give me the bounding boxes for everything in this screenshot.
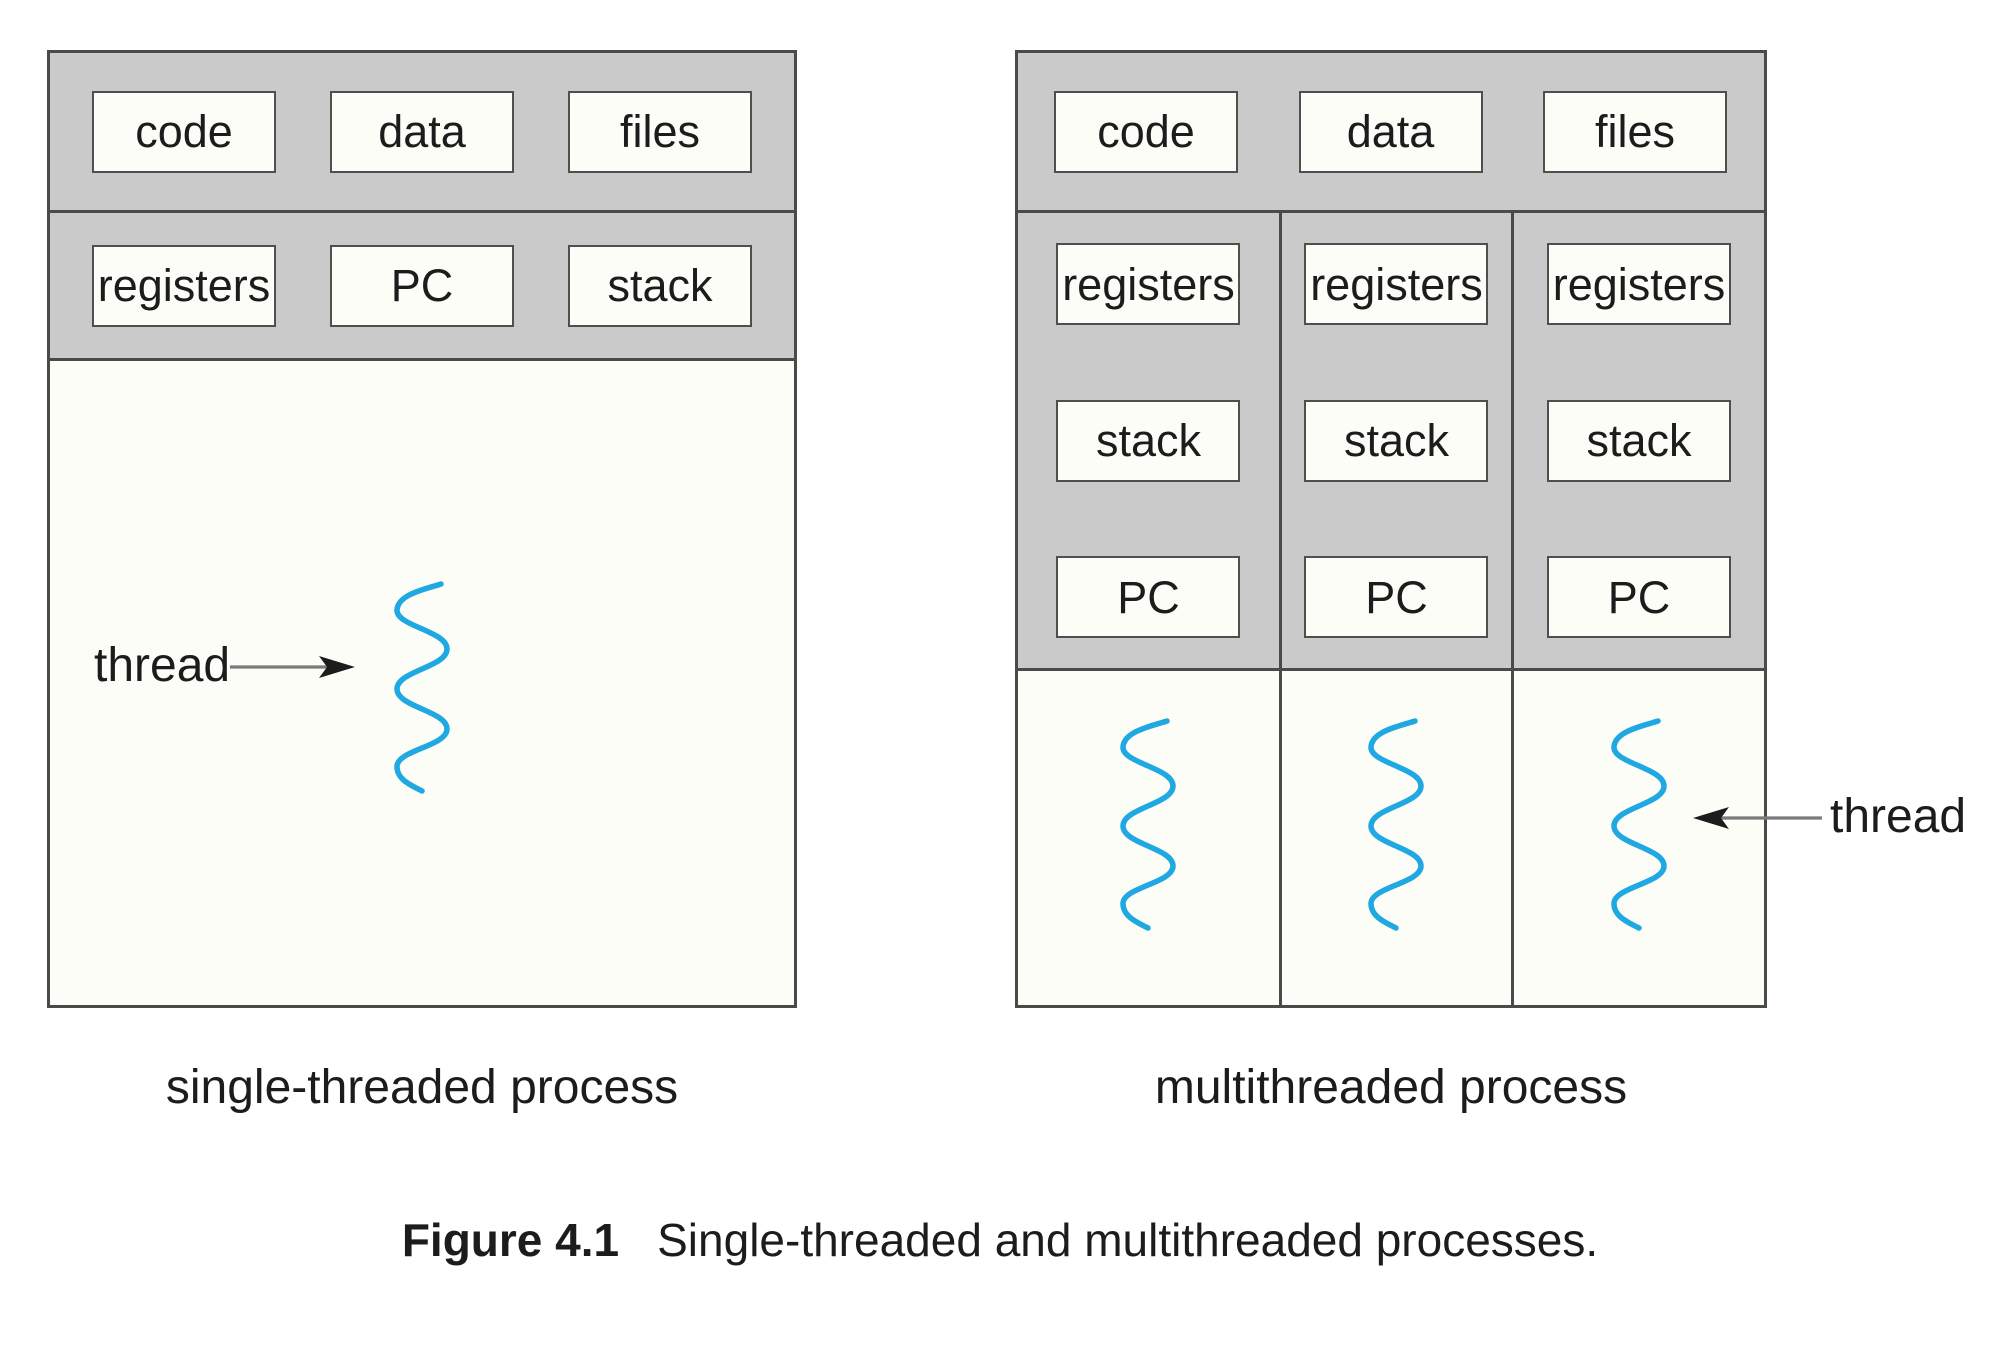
col1-pc-label: PC bbox=[1117, 571, 1180, 623]
col3-registers-box: registers bbox=[1547, 243, 1731, 325]
col1-stack-box: stack bbox=[1056, 399, 1241, 482]
thread-column-2-state: registers stack PC bbox=[1281, 213, 1512, 671]
thread-squiggle-icon bbox=[1368, 718, 1425, 931]
thread-squiggle-icon bbox=[1611, 718, 1667, 931]
thread-column-3-state: registers stack PC bbox=[1514, 213, 1764, 671]
col3-stack-box: stack bbox=[1547, 399, 1731, 482]
col2-registers-label: registers bbox=[1310, 258, 1483, 310]
col3-pc-label: PC bbox=[1607, 571, 1671, 623]
left-data-label: data bbox=[378, 106, 466, 157]
col2-pc-box: PC bbox=[1304, 556, 1489, 638]
multithreaded-process-box: code data files registers stack bbox=[1015, 50, 1767, 1008]
thread-squiggle-icon bbox=[1120, 718, 1177, 931]
col1-stack-label: stack bbox=[1095, 415, 1201, 466]
left-code-label: code bbox=[135, 106, 233, 157]
right-data-box: data bbox=[1298, 90, 1483, 173]
left-thread-label: thread bbox=[94, 639, 231, 692]
col3-registers-label: registers bbox=[1552, 258, 1726, 310]
left-registers-label: registers bbox=[97, 260, 271, 311]
left-registers-box: registers bbox=[92, 244, 276, 327]
thread-column-2: registers stack PC bbox=[1278, 213, 1515, 1008]
col3-pc-box: PC bbox=[1547, 556, 1731, 638]
col1-pc-box: PC bbox=[1056, 556, 1241, 638]
col3-stack-label: stack bbox=[1586, 415, 1692, 466]
left-thread-area: thread bbox=[50, 361, 794, 1008]
left-files-box: files bbox=[568, 90, 752, 173]
thread-column-1-state: registers stack PC bbox=[1018, 213, 1279, 671]
left-code-box: code bbox=[92, 90, 276, 173]
right-code-box: code bbox=[1054, 90, 1238, 173]
multithreaded-caption: multithreaded process bbox=[1154, 1061, 1628, 1114]
left-thread-arrow-icon bbox=[230, 656, 355, 678]
col2-registers-box: registers bbox=[1304, 243, 1489, 325]
single-threaded-caption: single-threaded process bbox=[165, 1061, 679, 1114]
right-thread-label: thread bbox=[1830, 790, 1967, 843]
right-code-label: code bbox=[1097, 106, 1195, 157]
left-thread-squiggle-icon bbox=[394, 581, 450, 794]
left-pc-label: PC bbox=[390, 260, 454, 311]
left-stack-box: stack bbox=[568, 244, 752, 327]
thread-column-2-thread bbox=[1282, 671, 1511, 1008]
col2-stack-label: stack bbox=[1343, 415, 1449, 466]
col1-registers-box: registers bbox=[1056, 243, 1241, 325]
figure-caption: Figure 4.1 Single-threaded and multithrea… bbox=[0, 1214, 2000, 1267]
thread-column-3: registers stack PC bbox=[1514, 213, 1764, 1008]
left-pc-box: PC bbox=[330, 244, 514, 327]
left-files-label: files bbox=[619, 106, 701, 157]
left-memory-band: code data files bbox=[50, 53, 794, 213]
right-memory-band: code data files bbox=[1018, 53, 1764, 213]
thread-columns: registers stack PC bbox=[1018, 213, 1764, 1008]
left-stack-label: stack bbox=[607, 260, 713, 311]
left-data-box: data bbox=[330, 90, 514, 173]
left-thread-state-band: registers PC stack bbox=[50, 213, 794, 361]
thread-column-1: registers stack PC bbox=[1018, 213, 1279, 1008]
right-thread-arrow-icon bbox=[1693, 807, 1822, 829]
right-files-box: files bbox=[1543, 90, 1727, 173]
figure-title: Single-threaded and multithreaded proces… bbox=[657, 1214, 1599, 1266]
thread-column-1-thread bbox=[1018, 671, 1279, 1008]
col2-stack-box: stack bbox=[1304, 399, 1489, 482]
right-files-label: files bbox=[1594, 106, 1676, 157]
single-threaded-process-box: code data files registers PC stack threa… bbox=[47, 50, 797, 1008]
col2-pc-label: PC bbox=[1365, 571, 1428, 623]
thread-column-3-thread bbox=[1514, 671, 1764, 1008]
col1-registers-label: registers bbox=[1062, 258, 1235, 310]
right-data-label: data bbox=[1346, 106, 1435, 157]
figure-number: Figure 4.1 bbox=[401, 1214, 620, 1266]
